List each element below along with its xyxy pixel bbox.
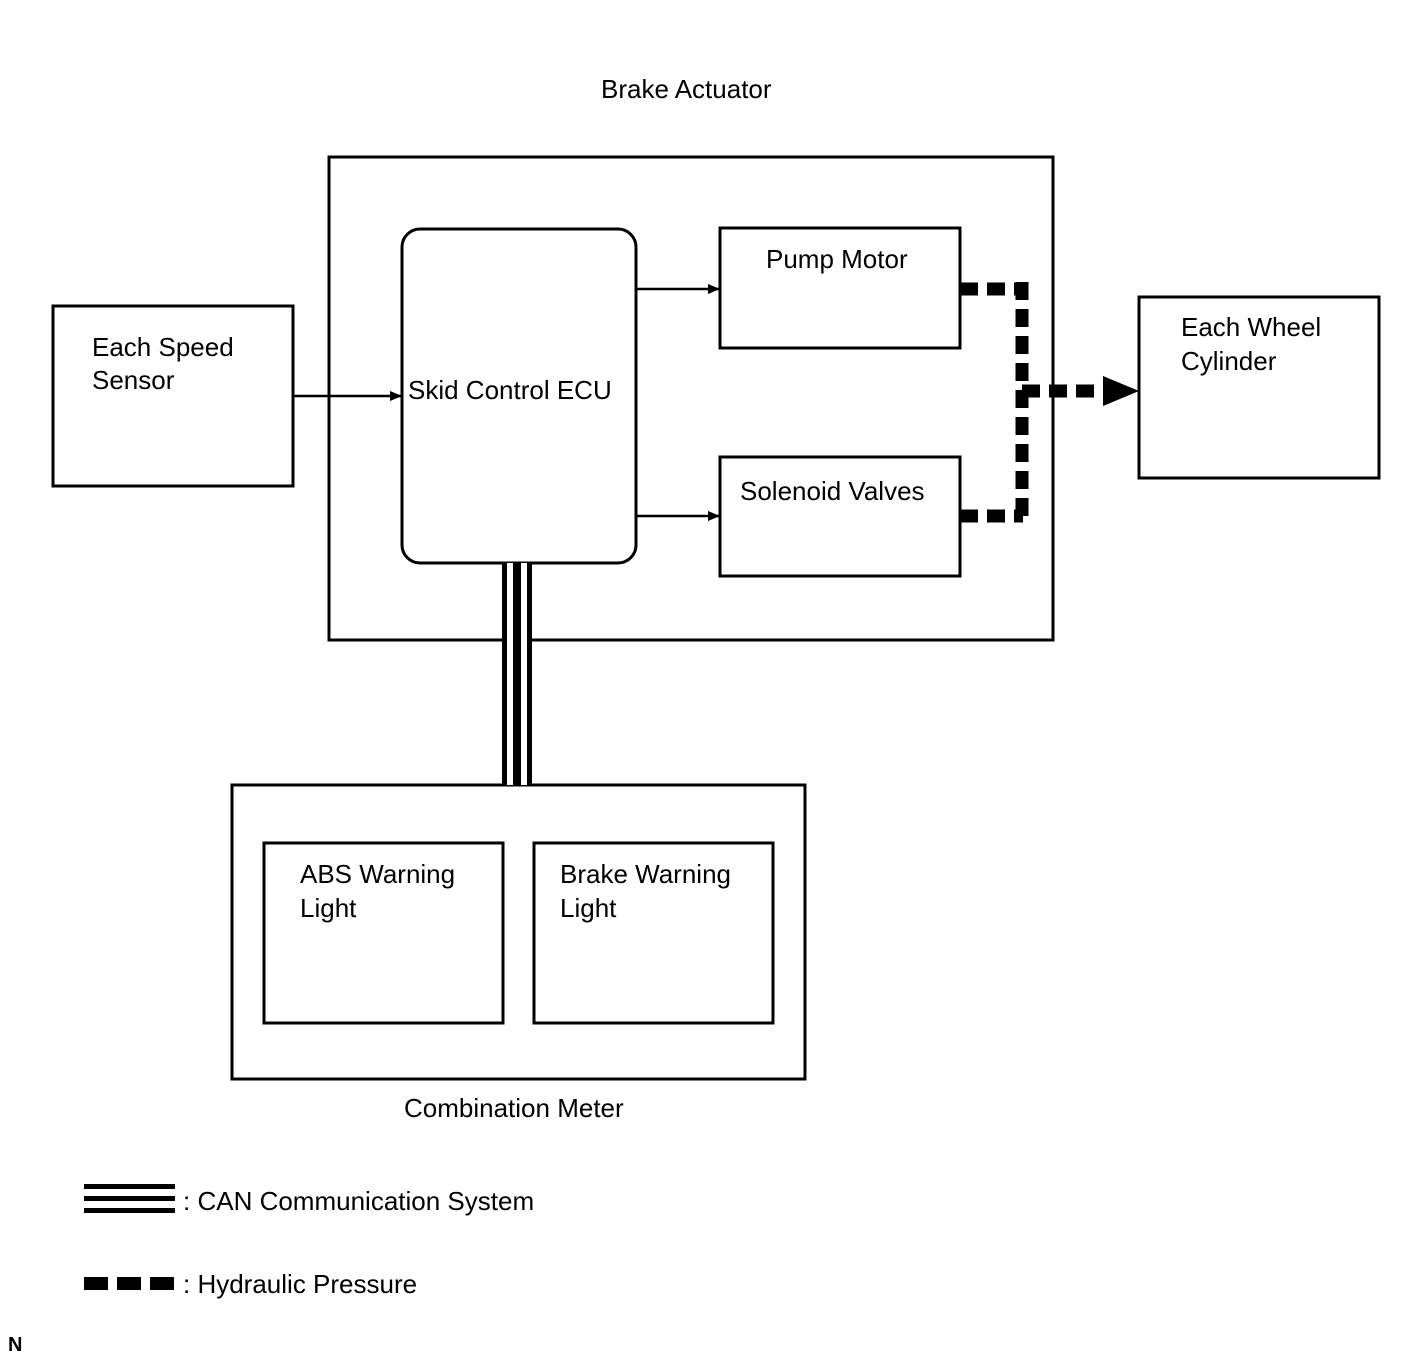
each-wheel-cylinder-box <box>1137 295 1381 480</box>
each-wheel-cylinder-label-line1: Each Wheel <box>1181 312 1322 342</box>
hydraulic-arrowhead <box>1103 376 1139 406</box>
pump-motor-label: Pump Motor <box>766 244 908 274</box>
combination-meter-box <box>230 783 807 1081</box>
brake-warning-light-label-line2: Light <box>560 893 617 923</box>
each-speed-sensor-label-line2: Sensor <box>92 365 175 395</box>
brake-actuator-box <box>327 155 1055 642</box>
brake-actuator-label: Brake Actuator <box>601 74 772 104</box>
each-wheel-cylinder-label-line2: Cylinder <box>1181 346 1277 376</box>
can-communication-line <box>502 563 532 785</box>
hydraulic-pressure-lines <box>960 282 1139 523</box>
legend-hydraulic-symbol <box>84 1277 174 1290</box>
brake-warning-light-box <box>532 841 775 1025</box>
combination-meter-label: Combination Meter <box>404 1093 624 1123</box>
abs-warning-light-label-line2: Light <box>300 893 357 923</box>
brake-warning-light-label-line1: Brake Warning <box>560 859 731 889</box>
solenoid-valves-label: Solenoid Valves <box>740 476 925 506</box>
legend-can-label: : CAN Communication System <box>183 1186 535 1216</box>
each-speed-sensor-label-line1: Each Speed <box>92 332 234 362</box>
corner-mark: N <box>8 1334 23 1356</box>
skid-control-ecu-label: Skid Control ECU <box>408 375 612 405</box>
abs-warning-light-box <box>262 841 505 1025</box>
legend-can-symbol <box>84 1184 175 1213</box>
abs-warning-light-label-line1: ABS Warning <box>300 859 456 889</box>
legend-hydraulic-label: : Hydraulic Pressure <box>183 1269 418 1299</box>
